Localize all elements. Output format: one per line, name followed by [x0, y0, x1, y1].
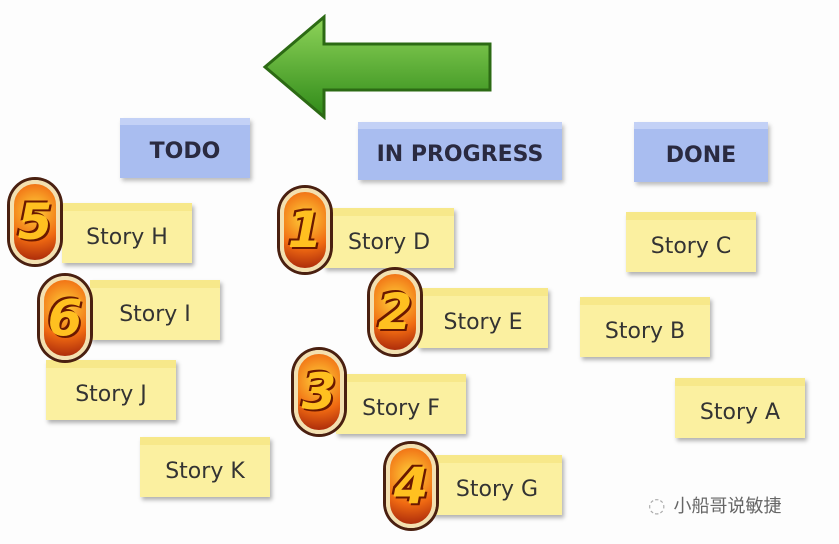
story-card-j: Story J — [46, 360, 176, 420]
watermark: ◌ 小船哥说敏捷 — [648, 492, 781, 518]
wechat-icon: ◌ — [648, 493, 666, 517]
priority-badge-2: 2 — [370, 270, 420, 354]
story-card-i: Story I — [90, 280, 220, 340]
priority-badge-6: 6 — [40, 276, 90, 360]
story-card-h: Story H — [62, 203, 192, 263]
priority-badge-1: 1 — [280, 188, 330, 272]
left-arrow-icon — [262, 14, 492, 120]
priority-badge-3: 3 — [294, 350, 344, 434]
story-card-e: Story E — [418, 288, 548, 348]
story-card-a: Story A — [675, 378, 805, 438]
story-card-b: Story B — [580, 297, 710, 357]
priority-badge-4: 4 — [386, 444, 436, 528]
story-card-c: Story C — [626, 212, 756, 272]
column-header-todo: TODO — [120, 118, 250, 178]
story-card-k: Story K — [140, 437, 270, 497]
story-card-d: Story D — [324, 208, 454, 268]
story-card-f: Story F — [336, 374, 466, 434]
watermark-text: 小船哥说敏捷 — [673, 496, 782, 517]
column-header-in-progress: IN PROGRESS — [358, 122, 562, 180]
column-header-done: DONE — [634, 122, 768, 182]
story-card-g: Story G — [432, 455, 562, 515]
priority-badge-5: 5 — [10, 180, 60, 264]
